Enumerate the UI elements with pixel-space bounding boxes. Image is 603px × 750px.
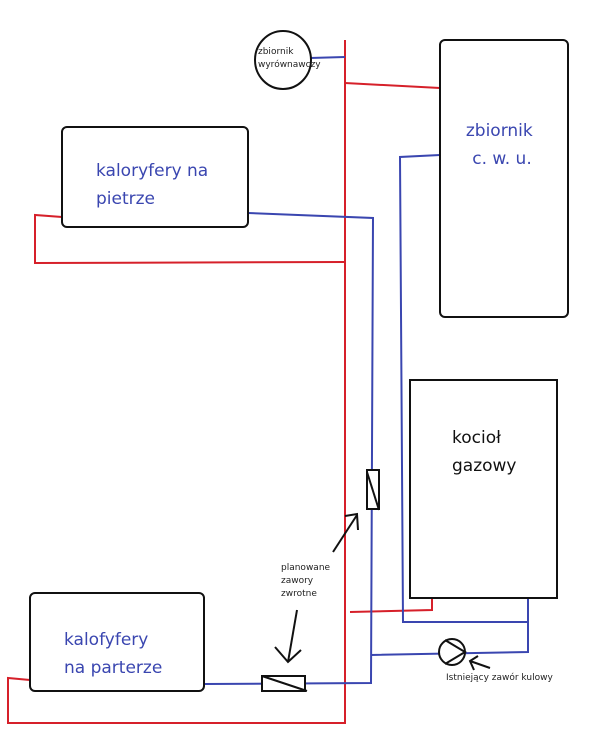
- return-from-upper-radiators: [204, 212, 375, 685]
- gas-boiler: [409, 379, 558, 599]
- check-valve-vertical-icon: [366, 469, 380, 511]
- hot-water-tank: [439, 39, 569, 318]
- check-valve-horizontal-icon: [261, 675, 308, 692]
- lower-radiators-label: kalofyfery na parterze: [64, 630, 162, 678]
- return-from-hot-water-tank: [398, 154, 528, 623]
- lower-radiators: [29, 592, 205, 692]
- supply-pipes: [7, 40, 441, 724]
- upper-radiators: [61, 126, 249, 228]
- upper-radiators-label: kaloryfery na pietrze: [96, 161, 214, 209]
- pump-annotation: Istniejący zawór kulowy: [446, 672, 553, 683]
- main-supply-riser: [7, 40, 346, 724]
- supply-from-boiler: [349, 598, 433, 613]
- hot-water-tank-label: zbiornik c. w. u.: [466, 121, 538, 169]
- supply-to-hot-water-tank: [344, 82, 441, 89]
- supply-to-upper-radiators: [34, 213, 346, 265]
- pump-icon: [438, 638, 467, 666]
- arrow-icon: [468, 655, 491, 671]
- expansion-tank-connection: [309, 56, 346, 59]
- arrow-icon: [332, 512, 359, 553]
- check-valves-annotation: planowane zawory zwrotne: [281, 563, 333, 599]
- expansion-tank: [254, 30, 312, 90]
- expansion-tank-label: zbiornik wyrównawczy: [258, 47, 321, 70]
- arrow-icon: [274, 609, 302, 664]
- boiler-label: kocioł gazowy: [452, 428, 517, 476]
- return-to-pump: [370, 598, 529, 656]
